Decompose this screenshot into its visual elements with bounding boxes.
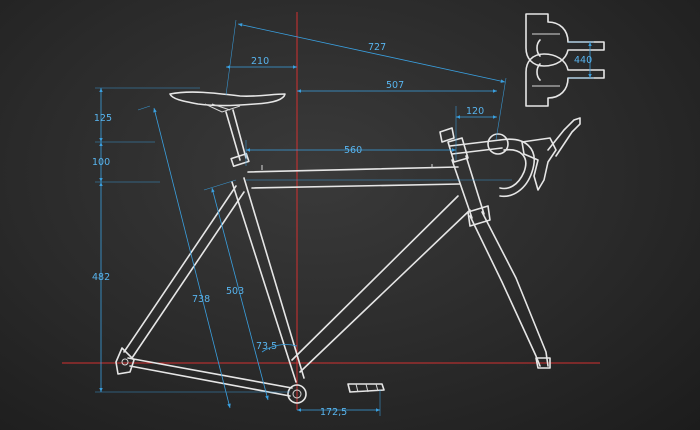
ext-738-a bbox=[137, 105, 151, 111]
fork-left-blade bbox=[469, 215, 541, 367]
handlebar-top-lower bbox=[525, 53, 605, 107]
bike-frame bbox=[115, 91, 581, 404]
seat-clamp bbox=[230, 152, 250, 168]
shifter-lever bbox=[547, 117, 581, 157]
seatstay bbox=[123, 185, 245, 359]
chainstay-mount bbox=[347, 383, 385, 393]
label-560: 560 bbox=[344, 145, 362, 156]
bottom-bracket-axle bbox=[292, 389, 302, 399]
label-73-5: 73,5 bbox=[256, 341, 277, 352]
dim-727-line bbox=[237, 23, 506, 83]
label-503: 503 bbox=[226, 286, 244, 297]
label-440: 440 bbox=[574, 55, 592, 66]
saddle bbox=[169, 91, 286, 107]
label-120: 120 bbox=[466, 106, 484, 117]
dimension-labels: 727 210 507 120 440 125 100 560 482 738 … bbox=[92, 42, 592, 418]
bottom-bracket-shell bbox=[287, 384, 307, 404]
label-172-5: 172,5 bbox=[320, 407, 347, 418]
dim-73-5-arc bbox=[261, 344, 298, 353]
label-507: 507 bbox=[386, 80, 404, 91]
stem bbox=[449, 139, 503, 155]
handlebar-top-view bbox=[525, 13, 605, 107]
handlebar-drop bbox=[499, 138, 535, 198]
label-210: 210 bbox=[251, 56, 269, 67]
dim-503-line bbox=[211, 187, 269, 401]
chainstay bbox=[127, 357, 293, 397]
label-125: 125 bbox=[94, 113, 112, 124]
ext-727-b bbox=[495, 77, 507, 141]
fork-right-blade bbox=[481, 211, 549, 367]
rear-dropout bbox=[115, 347, 135, 375]
stem-clamp bbox=[487, 133, 509, 155]
down-tube bbox=[291, 195, 471, 373]
label-738: 738 bbox=[192, 294, 210, 305]
head-tube bbox=[451, 155, 485, 219]
handlebar-top-upper bbox=[525, 13, 605, 67]
headset-spacers bbox=[447, 137, 469, 163]
handlebar-top-center bbox=[532, 33, 560, 87]
handlebar-stem-top bbox=[536, 39, 541, 81]
top-tube-cable-guide bbox=[261, 164, 433, 170]
label-100: 100 bbox=[92, 157, 110, 168]
fork-dropout bbox=[535, 357, 551, 369]
dimensions bbox=[95, 19, 594, 416]
label-482: 482 bbox=[92, 272, 110, 283]
steerer-top bbox=[439, 127, 455, 143]
seat-post bbox=[225, 109, 247, 161]
label-727: 727 bbox=[368, 42, 386, 53]
top-tube bbox=[247, 166, 461, 189]
ext-727-a bbox=[225, 19, 237, 96]
ext-503-a bbox=[203, 179, 237, 191]
rear-axle bbox=[121, 358, 129, 366]
chainstay-mount-detail bbox=[355, 383, 379, 393]
fork-crown bbox=[467, 205, 491, 227]
